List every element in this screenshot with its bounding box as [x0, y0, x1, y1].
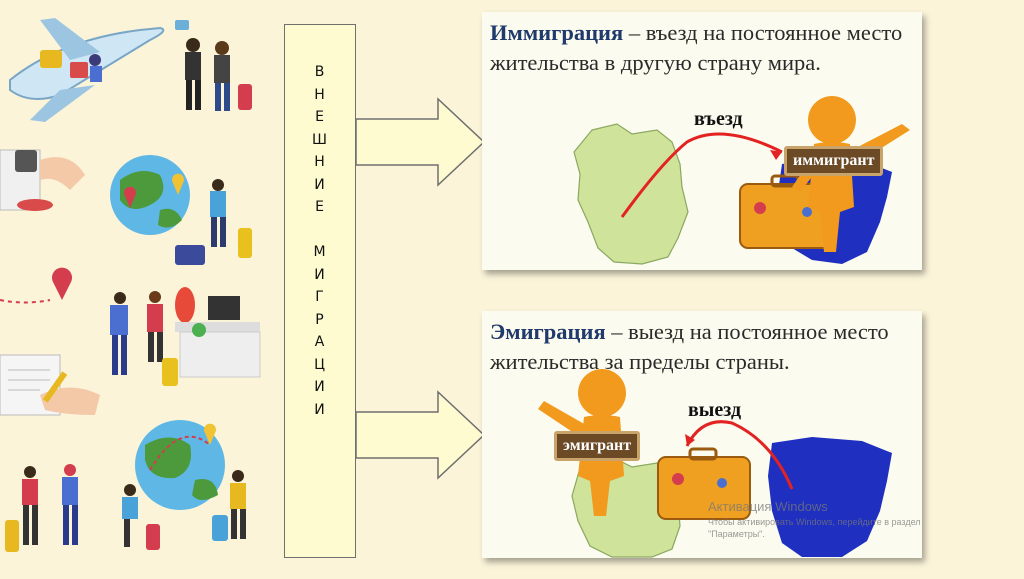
- airplane-icon: [9, 18, 165, 122]
- immigration-definition: Иммиграция – въезд на постоянное место ж…: [490, 18, 914, 78]
- letter: И: [314, 379, 326, 395]
- immigration-term: Иммиграция: [490, 20, 624, 45]
- emigration-definition: Эмиграция – выезд на постоянное место жи…: [490, 317, 914, 377]
- letter: Г: [315, 289, 325, 305]
- letter: И: [314, 176, 326, 193]
- signing-document-icon: [0, 354, 100, 416]
- windows-activation-title: Активация Windows: [708, 499, 828, 514]
- immigration-definition-text: – въезд на постоянное место жительства в…: [490, 20, 903, 75]
- emigration-card: Эмиграция – выезд на постоянное место жи…: [482, 311, 922, 558]
- entry-label: въезд: [694, 108, 743, 130]
- location-pin-icon: [0, 267, 72, 304]
- migration-illustrations: [0, 0, 270, 574]
- traveler-with-luggage-icon: [175, 179, 252, 265]
- letter: Е: [315, 109, 325, 125]
- external-migration-box: В Н Е Ш Н И Е М И Г Р А Ц И И: [284, 24, 356, 558]
- migrant-family-icon: [5, 464, 246, 552]
- arrow-right-icon: [356, 97, 486, 187]
- letter: Ц: [314, 356, 326, 373]
- globe-icon: [110, 155, 190, 235]
- immigration-card: Иммиграция – въезд на постоянное место ж…: [482, 12, 922, 270]
- windows-activation-line2: "Параметры".: [708, 529, 765, 539]
- arrow-right-icon: [356, 390, 486, 480]
- globe-route-icon: [135, 420, 225, 510]
- letter: В: [314, 64, 326, 80]
- emigration-term: Эмиграция: [490, 319, 606, 344]
- office-consultation-icon: [110, 287, 261, 386]
- letter: Р: [315, 311, 325, 328]
- emigrant-label: эмигрант: [554, 431, 641, 461]
- letter: Ш: [312, 131, 328, 148]
- letter: М: [313, 244, 327, 260]
- letter: Е: [315, 199, 325, 215]
- stamp-icon: [0, 149, 85, 211]
- letter: Н: [314, 86, 326, 103]
- letter: Н: [314, 154, 326, 170]
- windows-activation-line1: Чтобы активировать Windows, перейдите в …: [708, 517, 921, 527]
- travelers-icon: [175, 20, 252, 111]
- letter: А: [314, 334, 326, 350]
- exit-label: выезд: [688, 399, 742, 421]
- emigration-definition-text: – выезд на постоянное место жительства з…: [490, 319, 889, 374]
- letter: И: [314, 401, 326, 418]
- letter: И: [314, 266, 326, 283]
- immigrant-label: иммигрант: [784, 146, 884, 176]
